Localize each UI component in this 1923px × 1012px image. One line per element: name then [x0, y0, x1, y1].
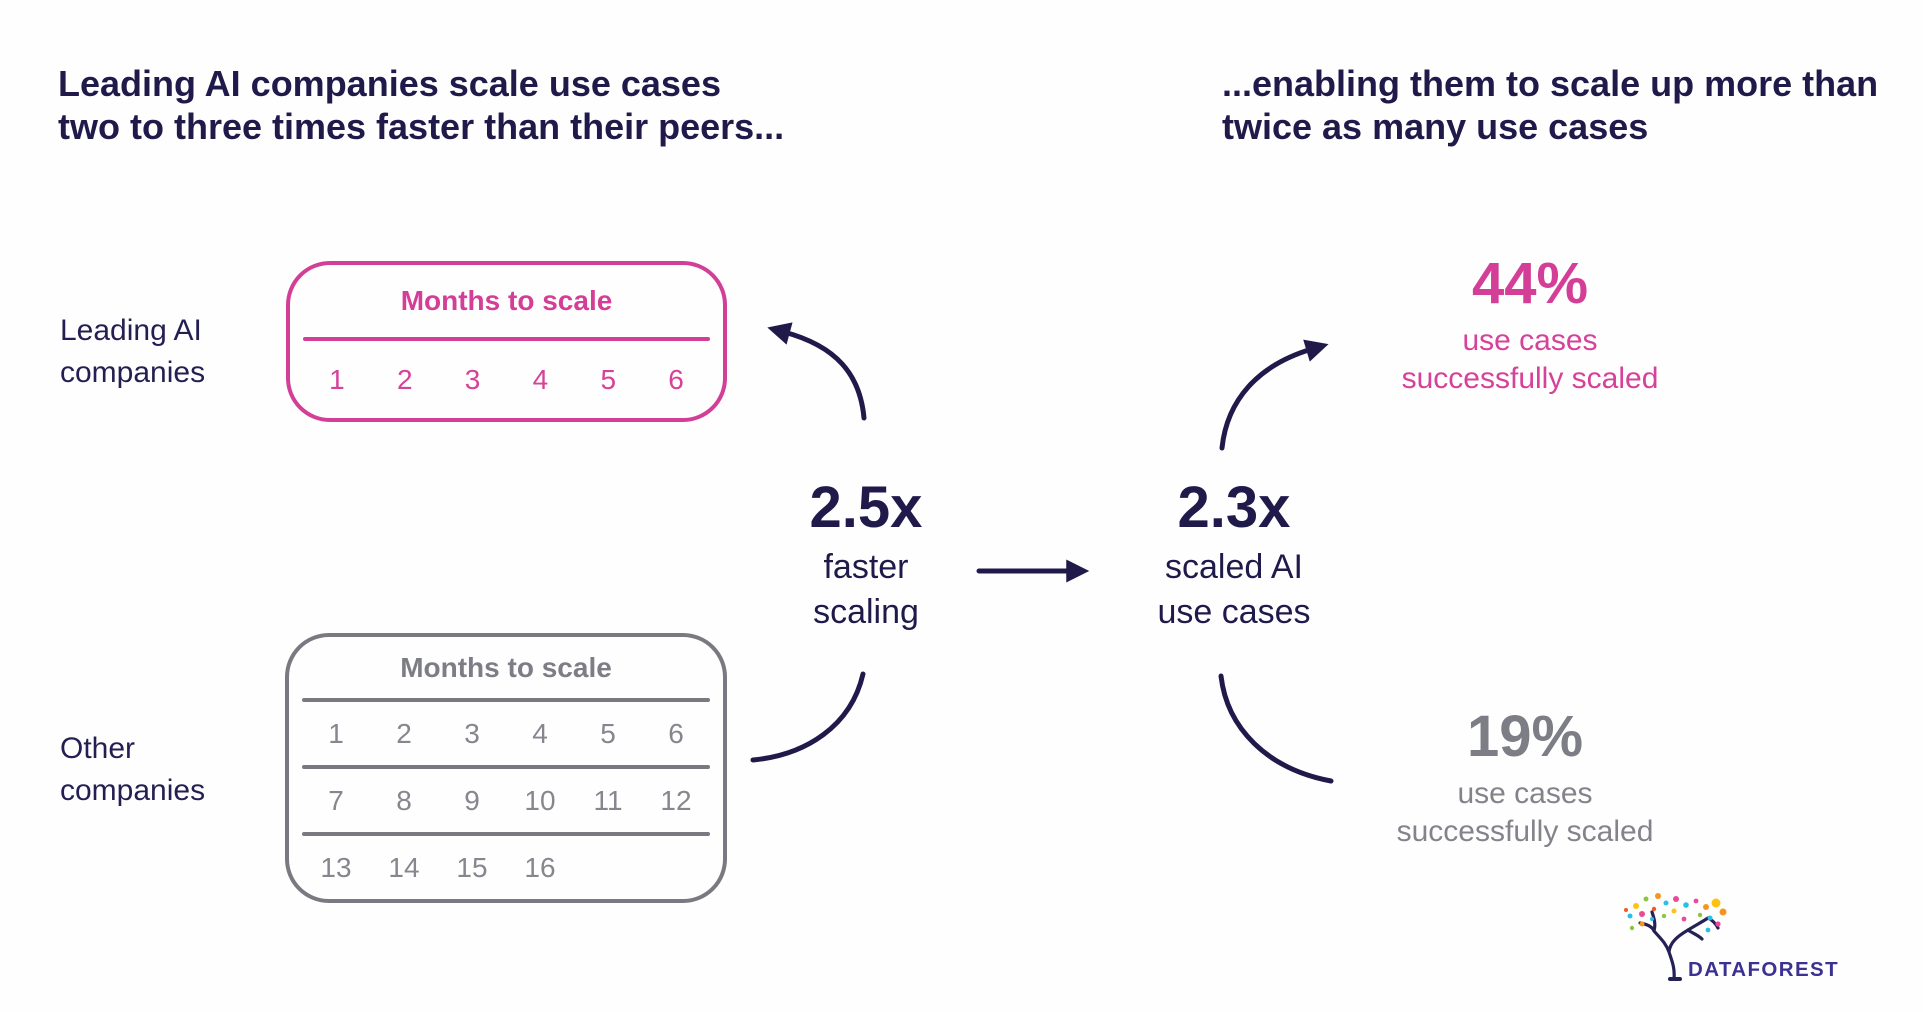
faster-scaling-caption: faster scaling	[756, 545, 976, 635]
month-cell: 6	[668, 717, 684, 749]
outcome-leading-caption-line2: successfully scaled	[1401, 362, 1659, 395]
other-companies-label-line1: Other	[60, 732, 136, 765]
month-cell: 8	[396, 784, 412, 816]
month-cell: 9	[464, 784, 480, 816]
month-cell: 7	[328, 784, 344, 816]
months-to-scale-box-other: Months to scale 1 2 3 4 5 6 7 8 9 10 11 …	[285, 633, 727, 903]
months-row: 1 2 3 4 5 6	[303, 341, 710, 418]
logo-wordmark: DATAFOREST	[1688, 958, 1839, 981]
outcome-other-caption-line2: successfully scaled	[1396, 815, 1654, 848]
month-cell: 6	[668, 363, 684, 395]
headline-right-line2: twice as many use cases	[1222, 106, 1649, 147]
month-cell: 5	[600, 363, 617, 395]
month-cell: 2	[396, 717, 412, 749]
month-cell: 12	[660, 784, 692, 816]
curved-arrow-to-leading-box-icon	[767, 322, 867, 421]
outcome-other-value: 19%	[1466, 704, 1584, 769]
scaled-use-cases-value: 2.3x	[1177, 475, 1291, 540]
months-row: 13 14 15 16	[302, 836, 710, 899]
months-box-title: Months to scale	[400, 285, 613, 316]
month-cell: 13	[320, 851, 352, 883]
other-companies-label-line2: companies	[60, 774, 206, 807]
month-cell: 4	[532, 717, 548, 749]
month-cell: 4	[532, 363, 549, 395]
divider	[302, 698, 710, 702]
headline-left: Leading AI companies scale use cases two…	[58, 62, 784, 148]
headline-left-line1: Leading AI companies scale use cases	[58, 63, 721, 104]
month-cell: 1	[328, 717, 344, 749]
scaled-use-cases-caption-line1: scaled AI	[1165, 548, 1303, 586]
scaled-use-cases-caption: scaled AI use cases	[1124, 545, 1344, 635]
outcome-leading: 44% use cases successfully scaled	[1370, 252, 1690, 398]
dataforest-logo: DATAFOREST	[1624, 893, 1839, 981]
faster-scaling-caption-line1: faster	[823, 548, 909, 586]
headline-right-line1: ...enabling them to scale up more than	[1222, 63, 1879, 104]
month-cell: 2	[396, 363, 413, 395]
month-cell: 16	[524, 851, 556, 883]
logo-tree-icon	[1638, 910, 1720, 981]
months-row: 1 2 3 4 5 6	[302, 702, 710, 765]
outcome-leading-caption: use cases successfully scaled	[1370, 322, 1690, 398]
outcome-leading-caption-line1: use cases	[1462, 324, 1598, 357]
divider	[303, 337, 710, 341]
divider	[302, 765, 710, 769]
outcome-other: 19% use cases successfully scaled	[1365, 705, 1685, 851]
month-cell: 5	[600, 717, 616, 749]
month-cell: 3	[464, 717, 480, 749]
month-cell: 3	[464, 363, 481, 395]
month-cell: 11	[593, 784, 623, 816]
months-box-title: Months to scale	[400, 651, 612, 683]
month-cell: 10	[524, 784, 556, 816]
divider	[302, 832, 710, 836]
month-cell: 14	[388, 851, 420, 883]
logo-leaf-dots	[1624, 893, 1727, 933]
months-to-scale-box-leading: Months to scale 1 2 3 4 5 6	[286, 261, 727, 422]
headline-right: ...enabling them to scale up more than t…	[1222, 62, 1878, 148]
outcome-leading-value: 44%	[1471, 251, 1589, 316]
faster-scaling-caption-line2: scaling	[813, 593, 919, 631]
scaled-use-cases-caption-line2: use cases	[1157, 593, 1311, 631]
month-cell: 15	[456, 851, 488, 883]
curved-line-to-19-percent-icon	[1218, 673, 1334, 784]
faster-scaling-stat: 2.5x faster scaling	[756, 477, 976, 635]
outcome-other-caption-line1: use cases	[1457, 777, 1593, 810]
curved-arrow-to-44-percent-icon	[1219, 339, 1329, 451]
faster-scaling-value: 2.5x	[809, 475, 923, 540]
leading-companies-label: Leading AI companies	[60, 310, 205, 394]
outcome-other-caption: use cases successfully scaled	[1365, 775, 1685, 851]
leading-companies-label-line2: companies	[60, 356, 206, 389]
other-companies-label: Other companies	[60, 728, 205, 812]
months-row: 7 8 9 10 11 12	[302, 769, 710, 832]
leading-companies-label-line1: Leading AI	[60, 314, 202, 347]
headline-left-line2: two to three times faster than their pee…	[58, 106, 785, 147]
scaled-use-cases-stat: 2.3x scaled AI use cases	[1124, 477, 1344, 635]
curved-line-from-other-box-icon	[750, 671, 866, 763]
month-cell: 1	[329, 363, 345, 395]
